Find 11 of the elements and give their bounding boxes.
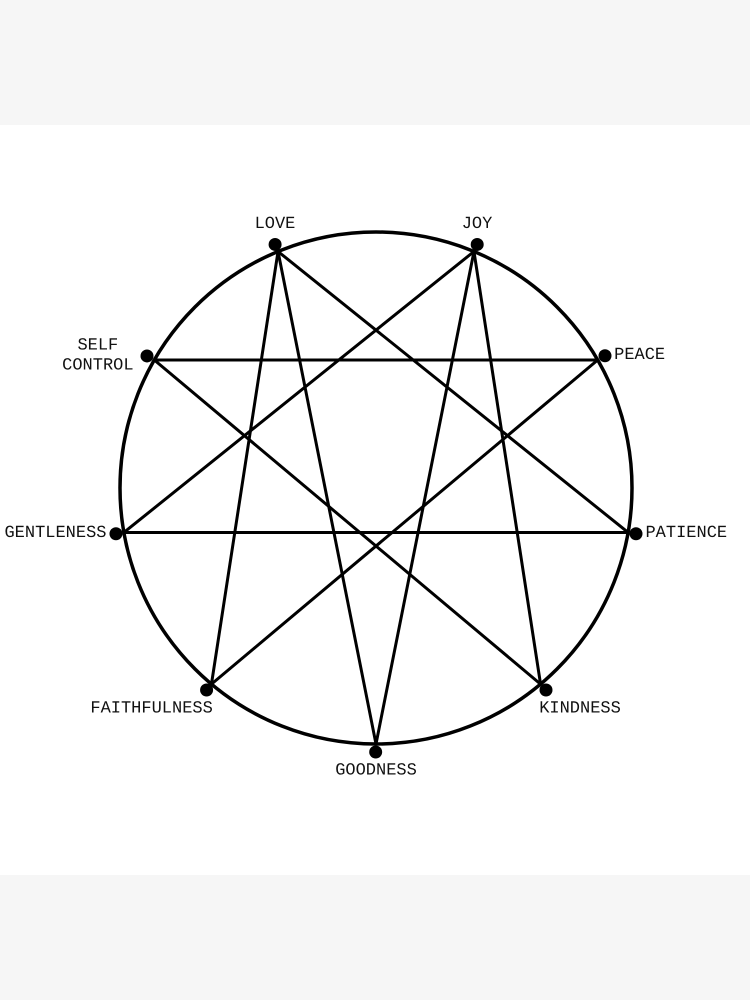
star-line	[122, 250, 476, 534]
vertex-label: SELF CONTROL	[61, 336, 135, 376]
vertex-label: GENTLENESS	[4, 524, 106, 544]
star-line	[276, 250, 630, 534]
vertex-label: PEACE	[614, 346, 666, 366]
vertex-label: GOODNESS	[335, 762, 417, 782]
vertex-label: FAITHFULNESS	[90, 700, 213, 720]
vertex-label: KINDNESS	[539, 700, 621, 720]
vertex-label: PATIENCE	[645, 524, 728, 544]
vertex-label: LOVE	[254, 215, 296, 235]
vertex-label: JOY	[462, 215, 492, 235]
